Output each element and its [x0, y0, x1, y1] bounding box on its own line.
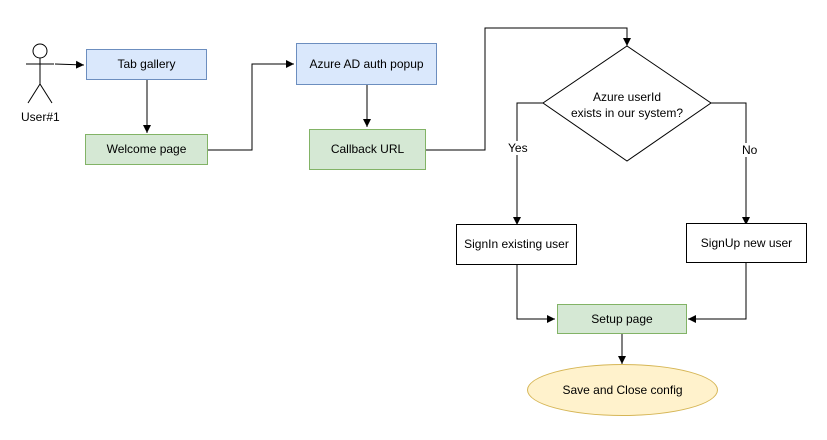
azure-popup-node: Azure AD auth popup	[296, 43, 437, 85]
callback-url-node: Callback URL	[309, 129, 426, 170]
callback-url-label: Callback URL	[330, 142, 405, 156]
decision-diamond	[542, 45, 712, 162]
edge-label-yes: Yes	[506, 141, 530, 155]
signin-node: SignIn existing user	[456, 224, 577, 265]
edge-signin-to-setup	[516, 265, 555, 323]
tab-gallery-node: Tab gallery	[86, 49, 207, 80]
welcome-page-node: Welcome page	[85, 134, 208, 165]
edge-callback-to-decision	[426, 27, 631, 151]
edge-label-no: No	[740, 143, 760, 157]
decision-label-line2: exists in our system?	[570, 105, 684, 120]
setup-page-node: Setup page	[557, 304, 687, 334]
signup-label: SignUp new user	[700, 235, 793, 250]
edge-decision-no	[711, 102, 750, 225]
save-close-label: Save and Close config	[562, 382, 683, 397]
edge-welcome-to-popup	[208, 60, 294, 151]
decision-label-line1: Azure userId	[592, 90, 662, 104]
save-close-node: Save and Close config	[527, 364, 718, 416]
decision-label: Azure userId exists in our system?	[562, 90, 692, 121]
edge-decision-yes	[513, 102, 543, 225]
signup-node: SignUp new user	[686, 223, 807, 263]
welcome-page-label: Welcome page	[106, 142, 187, 156]
azure-popup-label: Azure AD auth popup	[309, 56, 424, 71]
setup-page-label: Setup page	[591, 311, 653, 326]
tab-gallery-label: Tab gallery	[117, 57, 176, 71]
edge-actor-to-tab-gallery	[54, 60, 85, 69]
actor-label: User#1	[21, 110, 60, 124]
edge-signup-to-setup	[688, 263, 747, 323]
signin-label: SignIn existing user	[464, 237, 569, 251]
user-actor-icon	[26, 43, 54, 104]
